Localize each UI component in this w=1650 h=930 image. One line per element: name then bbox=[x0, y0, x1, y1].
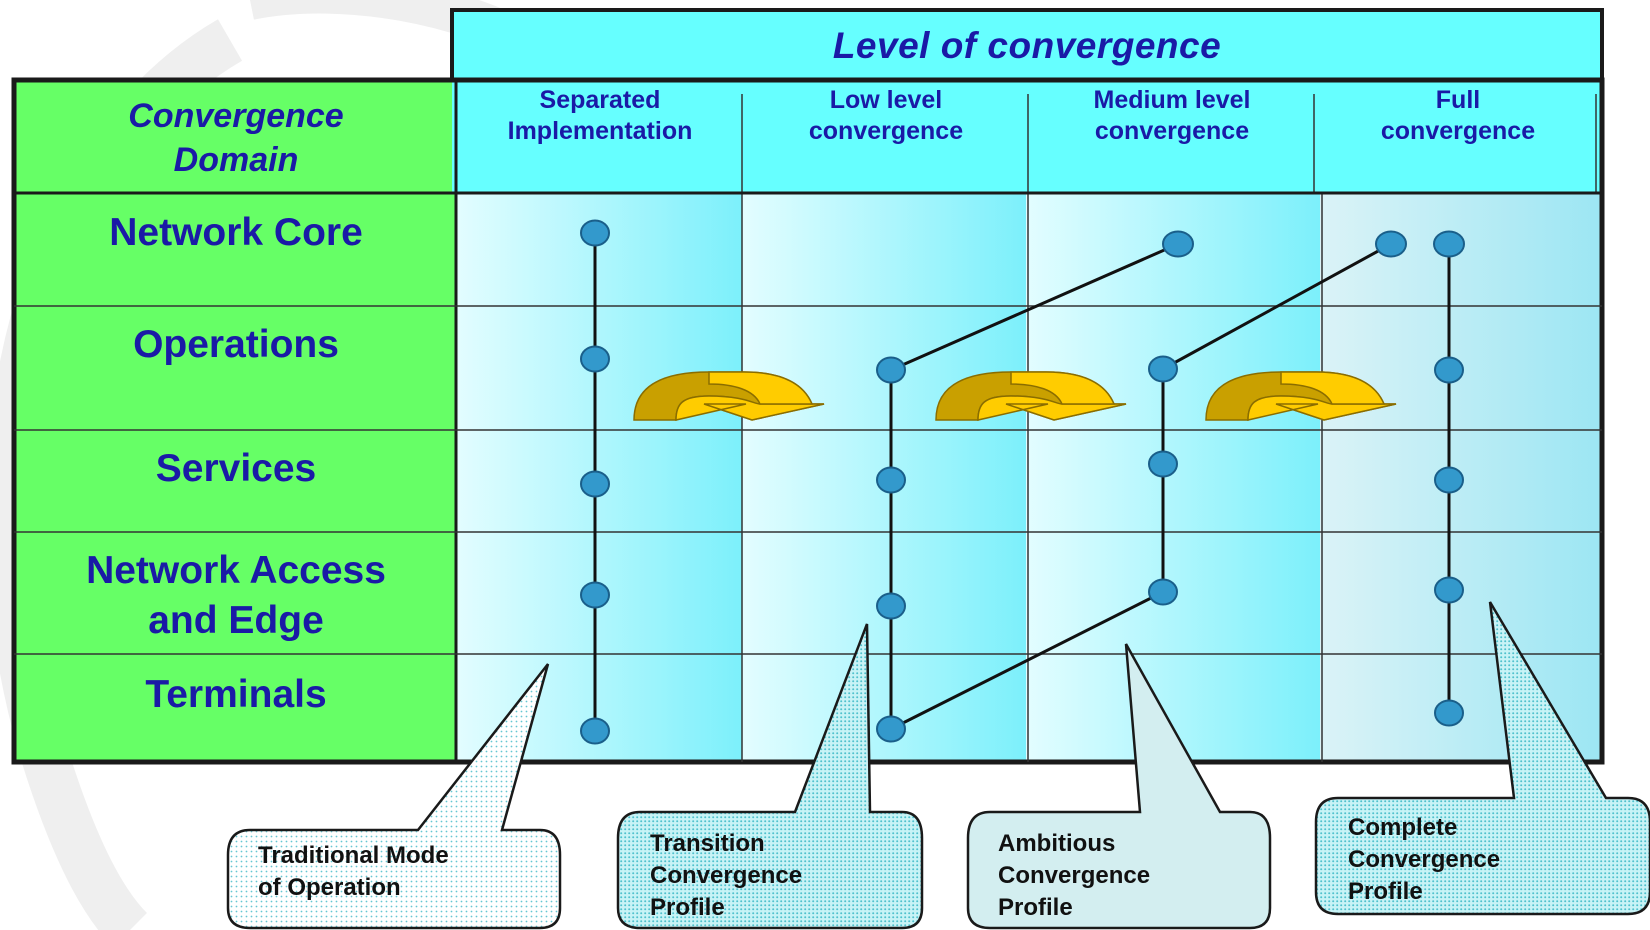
callout-traditional-label: Traditional Mode of Operation bbox=[258, 842, 449, 901]
column-header-medium: Medium level convergence bbox=[1093, 86, 1251, 145]
node-full-services bbox=[1434, 466, 1464, 494]
profile-line-low bbox=[890, 590, 1164, 731]
row-label-operations: Operations bbox=[133, 323, 339, 366]
node-separated-operations bbox=[580, 345, 610, 373]
node-separated-services bbox=[580, 470, 610, 498]
callout-complete-label: Complete Convergence Profile bbox=[1348, 814, 1501, 905]
node-low-services bbox=[876, 466, 906, 494]
transition-arrow bbox=[633, 371, 825, 421]
callout-ambitious-label: Ambitious Convergence Profile bbox=[998, 830, 1151, 921]
profile-line-medium bbox=[1162, 242, 1392, 371]
callout-ambitious bbox=[966, 643, 1272, 930]
node-separated-terminals bbox=[580, 717, 610, 745]
table-border bbox=[11, 77, 1605, 765]
column-header-low: Low level convergence bbox=[808, 86, 964, 145]
callout-traditional bbox=[226, 663, 562, 930]
column-header-full: Full convergence bbox=[1380, 86, 1536, 145]
node-low-terminals bbox=[876, 715, 906, 743]
node-full-access-edge bbox=[1434, 576, 1464, 604]
row-label-network-core: Network Core bbox=[109, 211, 363, 254]
profile-line-low bbox=[890, 242, 1179, 372]
column-header-separated: Separated Implementation bbox=[507, 86, 693, 145]
node-separated-network-core bbox=[580, 219, 610, 247]
node-medium-operations bbox=[1148, 355, 1178, 383]
node-full-network-core bbox=[1433, 230, 1465, 258]
node-low-operations bbox=[876, 356, 906, 384]
node-full-terminals bbox=[1434, 699, 1464, 727]
node-low-access-edge bbox=[876, 592, 906, 620]
callout-transition bbox=[616, 623, 924, 930]
node-medium-network-core bbox=[1375, 230, 1407, 258]
node-full-operations bbox=[1434, 356, 1464, 384]
convergence-header-band bbox=[452, 10, 1602, 192]
row-label-terminals: Terminals bbox=[145, 673, 327, 716]
row-label-network-access-edge: Network Access and Edge bbox=[86, 549, 386, 642]
node-separated-access-edge bbox=[580, 581, 610, 609]
column-medium-fill bbox=[1026, 194, 1320, 762]
node-medium-services bbox=[1148, 450, 1178, 478]
callout-complete bbox=[1314, 601, 1650, 916]
level-of-convergence-title: Level of convergence bbox=[832, 25, 1222, 66]
transition-arrow bbox=[1205, 371, 1397, 421]
row-label-services: Services bbox=[155, 447, 317, 490]
node-low-network-core bbox=[1162, 230, 1194, 258]
node-medium-access-edge bbox=[1148, 578, 1178, 606]
transition-arrow bbox=[935, 371, 1127, 421]
callout-transition-label: Transition Convergence Profile bbox=[650, 830, 803, 921]
convergence-domain-header: Convergence Domain bbox=[128, 97, 344, 179]
